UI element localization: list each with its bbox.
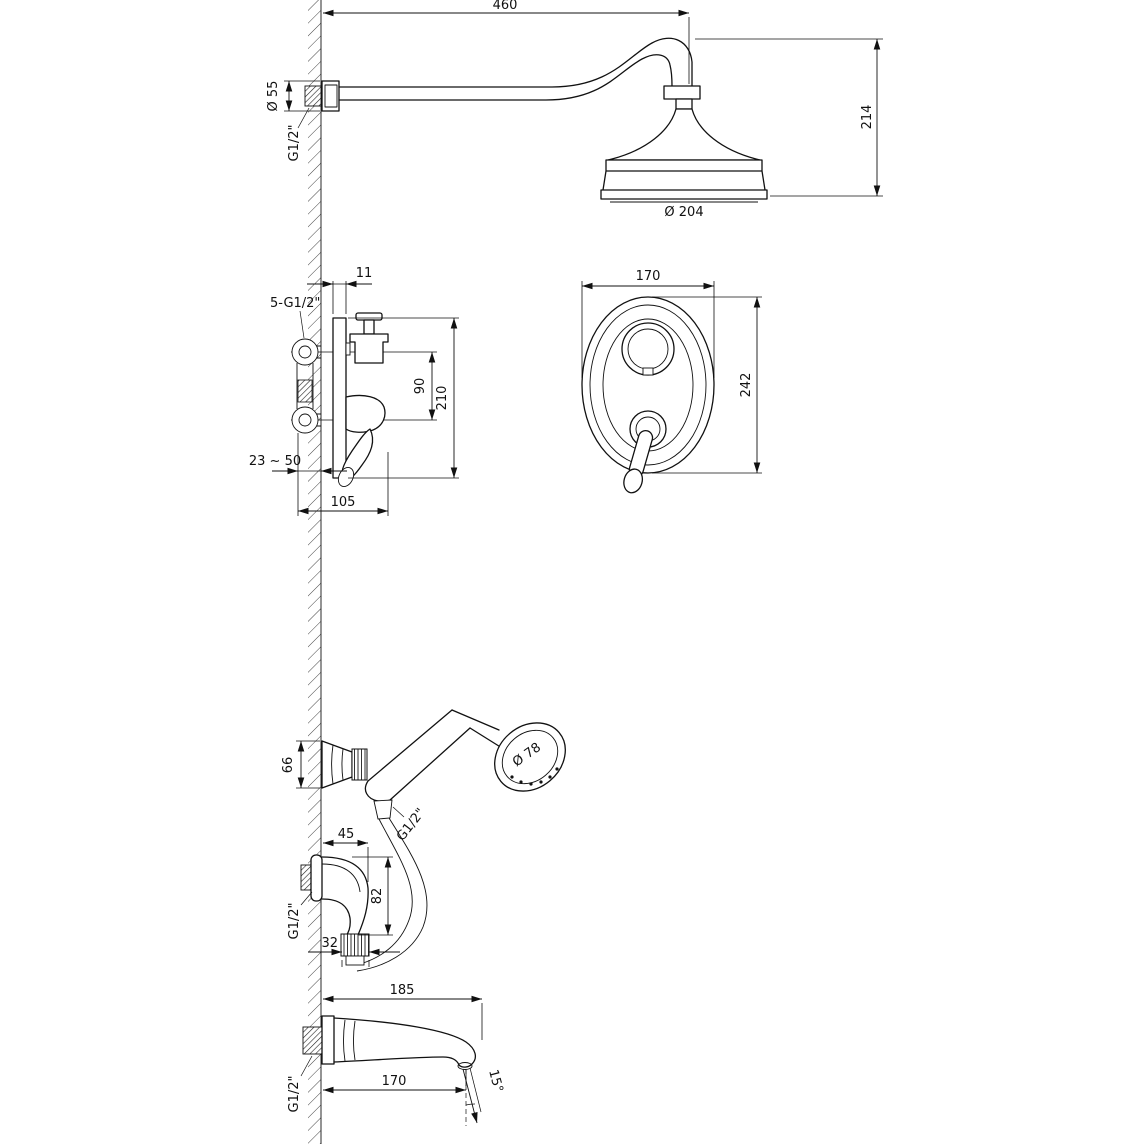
knob-indicator-tab [642, 367, 654, 376]
dim-label-elbow-reach: 45 [338, 827, 355, 842]
handshower-face [501, 729, 559, 785]
dim-label-total-depth: 105 [331, 495, 356, 510]
stream-angle-arc [465, 1103, 476, 1106]
mixer-valve-front-view: 170 242 [581, 269, 762, 494]
elbow-wall-flange [310, 854, 323, 902]
elbow-body-inner [321, 863, 361, 893]
bracket-cone-rings [331, 744, 344, 785]
spout-thread-leader [300, 1055, 313, 1077]
elbow-hose-collar [345, 955, 365, 966]
spout-collar-rings [343, 1019, 356, 1062]
bracket-knurled-nut [351, 748, 368, 781]
dim-label-elbow-height: 82 [370, 888, 385, 905]
top-valve-body [349, 333, 389, 364]
spout-body [333, 1017, 477, 1068]
lever-escutcheon [345, 394, 386, 433]
inwall-body-hatch [297, 379, 313, 403]
water-stream-arrow [462, 1068, 478, 1124]
elbow-extension-lines [341, 847, 393, 967]
handle-head-joint [451, 709, 503, 749]
spray-hole [555, 767, 559, 771]
shower-hose [356, 817, 428, 972]
dim-label-head-diameter: Ø 204 [664, 205, 703, 220]
spray-hole [519, 780, 523, 784]
spout-wall-flange [321, 1015, 335, 1065]
label-connections: 5-G1/2" [270, 296, 320, 311]
tub-spout-drawing: 185 170 G1/2" 15° [287, 983, 506, 1126]
outlet-elbow-drawing: 45 82 32 G1/2" [287, 827, 400, 967]
head-stem [675, 98, 693, 110]
arm-head-nut [663, 85, 701, 100]
head-dome [607, 108, 761, 161]
label-hose-thread: G1/2" [394, 806, 429, 844]
dim-label-plate-height: 210 [435, 386, 450, 411]
bottom-port [291, 406, 319, 434]
dim-label-arm-reach: 460 [493, 0, 518, 13]
spray-hole [548, 775, 552, 779]
dim-label-nut-size: 32 [321, 936, 338, 951]
bottom-port-inner [298, 413, 312, 427]
trim-plate-outer [581, 296, 715, 474]
mixer-valve-side-view: 11 5-G1/2" 90 210 23 ~ 50 105 [249, 266, 459, 516]
side-extension-lines [297, 281, 459, 516]
dim-label-stream-angle: 15° [485, 1068, 505, 1094]
connections-leader [299, 310, 305, 339]
dim-label-port-spacing: 90 [413, 378, 428, 395]
spout-inwall-connection [302, 1026, 323, 1055]
spout-extension-lines [465, 1003, 483, 1086]
top-port [291, 338, 319, 366]
top-valve-neck [345, 342, 351, 356]
top-handle-bar [355, 312, 383, 321]
inwall-connection [304, 85, 322, 107]
spray-hole [510, 775, 514, 779]
dim-label-bracket-size: 66 [281, 757, 296, 774]
lever-tip [623, 468, 644, 494]
trim-plate-ring [589, 304, 707, 466]
dim-label-plate-thickness: 11 [356, 266, 373, 281]
label-elbow-thread: G1/2" [287, 903, 302, 940]
wall-hatching [308, 0, 321, 1144]
dim-label-flange-diameter: Ø 55 [266, 81, 281, 112]
lever-handle-front [623, 430, 654, 494]
dim-label-spout-length: 185 [390, 983, 415, 998]
spray-hole [539, 780, 543, 784]
thread-leader [297, 107, 310, 129]
label-flange-thread: G1/2" [287, 125, 302, 162]
label-spout-thread: G1/2" [287, 1076, 302, 1113]
rain-shower-drawing: 460 214 Ø 204 Ø 55 G1/2" [266, 0, 883, 220]
elbow-knurled-nut [340, 933, 370, 957]
dim-label-trim-height: 242 [739, 373, 754, 398]
thermostat-knob-outer [621, 322, 675, 376]
head-rim [600, 159, 768, 200]
wall-flange-inner [324, 84, 338, 108]
bracket-cone [321, 740, 353, 789]
dim-label-trim-width: 170 [636, 269, 661, 284]
dim-label-wall-depth-range: 23 ~ 50 [249, 454, 301, 469]
spray-hole [529, 782, 533, 786]
rain-extension-lines [284, 17, 883, 197]
lever-tip-side [337, 467, 355, 487]
top-port-inner [298, 345, 312, 359]
front-extension-lines [581, 281, 762, 474]
hand-shower-drawing: 66 Ø 78 G1/2" [281, 709, 566, 972]
water-stream-edge [469, 1067, 482, 1113]
wall-flange [321, 80, 340, 112]
handshower-head-rim [494, 722, 566, 792]
elbow-thread-leader [300, 891, 313, 906]
wall [308, 0, 322, 1144]
elbow-body [321, 856, 369, 937]
hose-connector-nut [373, 799, 393, 820]
hose-thread-leader [392, 806, 405, 818]
elbow-inwall-connection [300, 864, 312, 891]
valve-wall-plate [332, 317, 347, 479]
spray-holes [510, 767, 559, 786]
top-handle-stem [363, 319, 375, 335]
spout-opening [457, 1062, 473, 1070]
dim-label-drop-height: 214 [860, 105, 875, 130]
dim-label-spout-reach: 170 [382, 1074, 407, 1089]
handshower-handle [364, 709, 471, 803]
shower-arm [338, 37, 693, 101]
